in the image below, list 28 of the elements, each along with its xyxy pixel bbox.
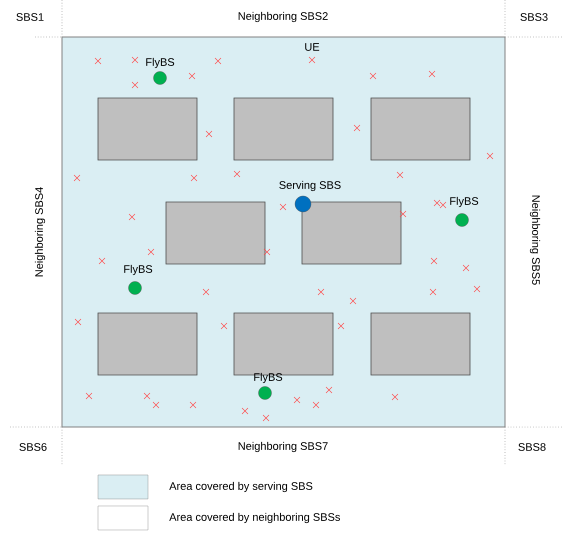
station-label: FlyBS	[254, 372, 282, 384]
building-box	[370, 312, 470, 376]
station-label: FlyBS	[146, 58, 174, 68]
building-box	[370, 98, 470, 160]
legend-text: Area covered by serving SBS	[169, 482, 312, 492]
building-box	[166, 202, 266, 264]
building-box	[98, 312, 198, 376]
cell-label: SBS3	[520, 13, 548, 21]
building-box	[302, 202, 402, 264]
region-label: Neighboring SBS4	[34, 187, 46, 276]
base-station-dot	[455, 213, 469, 227]
region-label: Neighboring SBS2	[238, 12, 328, 22]
building-box	[234, 98, 334, 160]
base-station-dot	[153, 71, 167, 85]
base-station-dot	[128, 281, 142, 295]
cell-label: SBS6	[19, 443, 47, 451]
ue-label: UE	[305, 43, 320, 51]
cell-label: SBS8	[518, 443, 546, 451]
region-label: Neighboring SBS7	[238, 442, 328, 452]
station-label: Serving SBS	[279, 180, 341, 192]
base-station-dot	[258, 386, 272, 400]
region-label: Neighboring SBS5	[530, 196, 540, 285]
station-label: FlyBS	[124, 264, 152, 276]
legend-text: Area covered by neighboring SBSs	[169, 512, 340, 524]
station-label: FlyBS	[450, 196, 478, 208]
base-station-dot	[294, 196, 312, 212]
building-box	[98, 98, 198, 160]
cell-label: SBS1	[16, 13, 44, 21]
